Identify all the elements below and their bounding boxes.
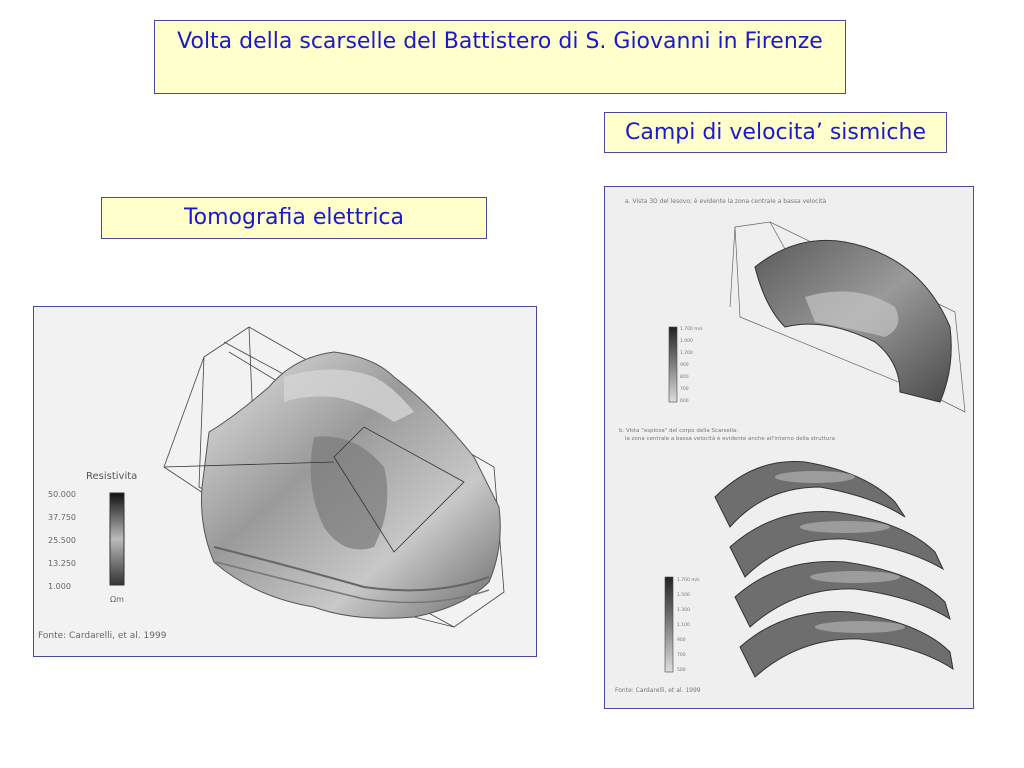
seismic-legend-top-value: 1.700 m/s — [680, 326, 703, 332]
seismic-legend-top-value: 1.200 — [680, 350, 693, 356]
seismic-source-caption: Fonte: Cardarelli, et al. 1999 — [615, 687, 701, 694]
resistivity-legend-unit: Ωm — [110, 595, 124, 604]
seismic-legend-bottom-value: 1.300 — [677, 607, 690, 613]
resistivity-legend-value: 13.250 — [48, 559, 76, 568]
seismic-legend-top-value: 600 — [680, 398, 689, 404]
slide-title-text: Volta della scarselle del Battistero di … — [177, 29, 823, 54]
resistivity-legend-value: 25.500 — [48, 536, 76, 545]
seismic-caption-b-line1: b. Vista "esplosa" del corpo della Scars… — [619, 428, 738, 434]
seismic-velocity-figure: a. Vista 3D del lesovo; è evidente la zo… — [604, 186, 974, 709]
resistivity-legend-value: 1.000 — [48, 582, 71, 591]
electric-tomography-label-text: Tomografia elettrica — [183, 205, 405, 230]
slide-title: Volta della scarselle del Battistero di … — [154, 20, 846, 94]
seismic-legend-top-value: 800 — [680, 374, 689, 380]
resistivity-legend-title: Resistivita — [86, 471, 137, 482]
electric-source-caption: Fonte: Cardarelli, et al. 1999 — [38, 631, 167, 641]
seismic-caption-b-line2: la zona centrale a bassa velocità è evid… — [625, 435, 835, 442]
seismic-legend-bottom-value: 500 — [677, 667, 686, 673]
electric-tomography-figure: Resistivita 50.000 37.750 25.500 13.250 … — [33, 306, 537, 657]
seismic-legend-bottom-value: 1.700 m/s — [677, 577, 700, 583]
seismic-legend-bottom-value: 700 — [677, 652, 686, 658]
seismic-legend-bottom-value: 1.100 — [677, 622, 690, 628]
seismic-velocity-image: a. Vista 3D del lesovo; è evidente la zo… — [605, 187, 973, 708]
seismic-velocity-label: Campi di velocita’ sismiche — [604, 112, 947, 153]
electric-tomography-image: Resistivita 50.000 37.750 25.500 13.250 … — [34, 307, 536, 656]
seismic-legend-bottom-value: 900 — [677, 637, 686, 643]
electric-tomography-label: Tomografia elettrica — [101, 197, 487, 239]
seismic-legend-bottom-value: 1.500 — [677, 592, 690, 598]
seismic-caption-a: a. Vista 3D del lesovo; è evidente la zo… — [625, 198, 826, 205]
seismic-colorbar-top — [668, 326, 678, 403]
resistivity-legend-value: 50.000 — [48, 490, 76, 499]
seismic-colorbar-bottom — [664, 576, 674, 673]
seismic-legend-top-value: 1.000 — [680, 338, 693, 344]
resistivity-legend-value: 37.750 — [48, 513, 76, 522]
seismic-legend-top-value: 700 — [680, 386, 689, 392]
resistivity-colorbar — [109, 492, 125, 586]
seismic-velocity-label-text: Campi di velocita’ sismiche — [625, 120, 926, 145]
seismic-legend-top-value: 900 — [680, 362, 689, 368]
